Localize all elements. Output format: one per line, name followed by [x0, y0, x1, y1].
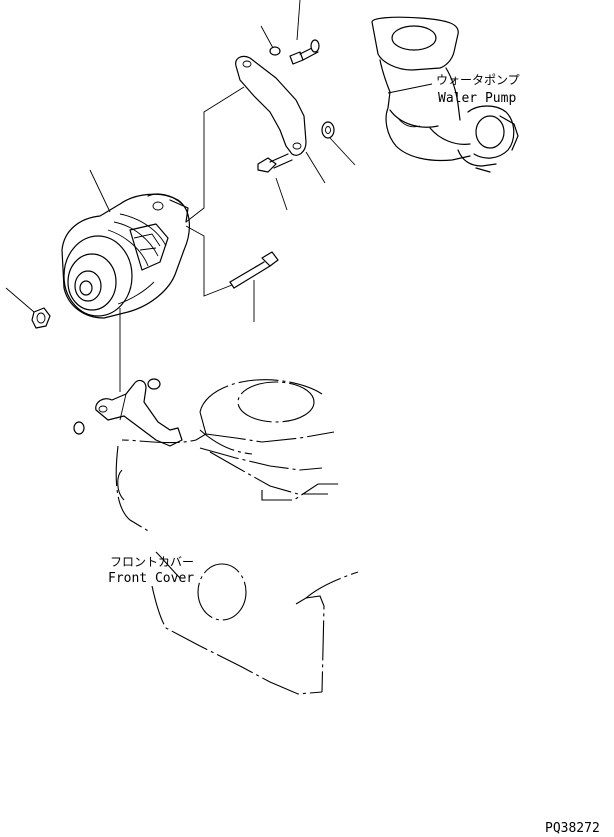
washer — [147, 378, 161, 390]
front-cover-label-en: Front Cover — [108, 571, 194, 586]
water-pump — [371, 16, 519, 173]
mounting-bracket — [95, 379, 183, 447]
long-bolt — [229, 251, 279, 289]
washer — [321, 121, 335, 139]
bracket-bolt — [257, 153, 293, 173]
nut — [31, 307, 51, 329]
water-pump-label-en: Waler Pump — [438, 91, 516, 106]
top-bolt — [289, 39, 320, 65]
water-pump-label-jp: ウォータポンプ — [436, 73, 520, 87]
washer — [325, 126, 331, 134]
drawing-code: PQ38272 — [545, 821, 600, 836]
washer — [73, 421, 85, 435]
front-cover — [115, 379, 359, 695]
washer — [269, 46, 281, 56]
alternator — [61, 193, 190, 319]
leader-lines — [5, 0, 433, 392]
front-cover-label-jp: フロントカバー — [110, 555, 194, 569]
adjust-bracket — [235, 55, 307, 156]
